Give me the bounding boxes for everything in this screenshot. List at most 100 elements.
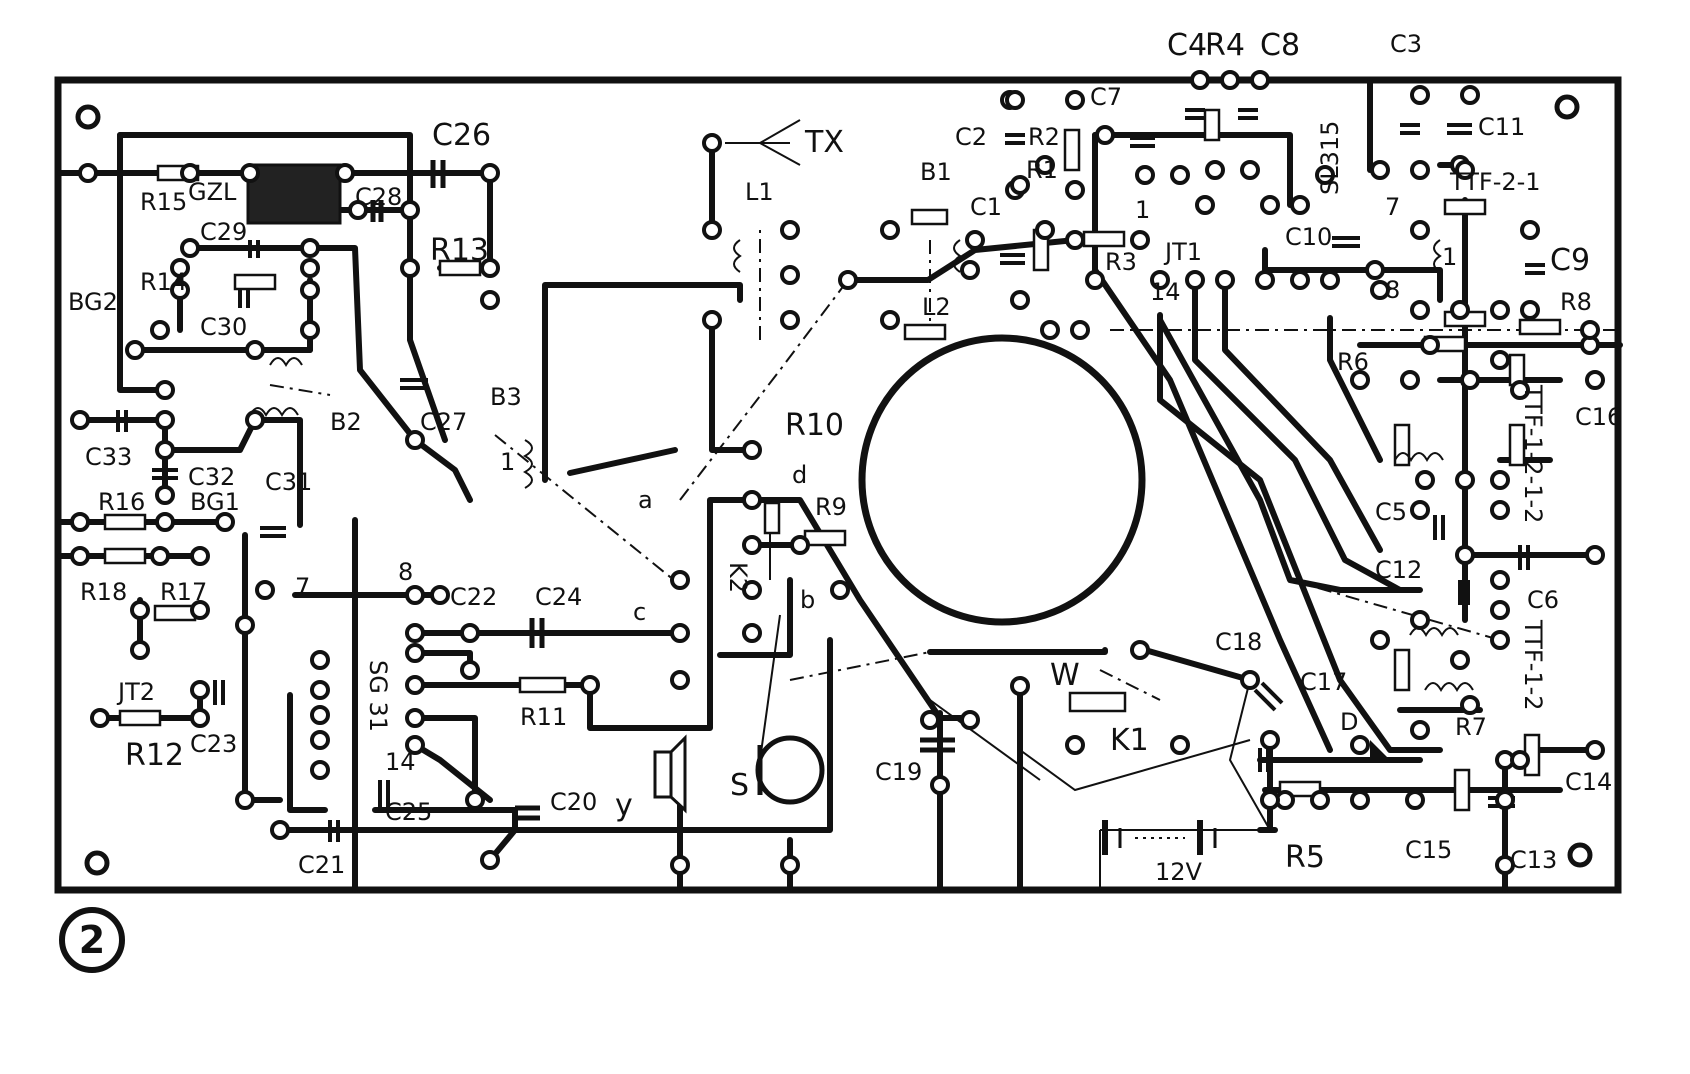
label-c11: C11	[1478, 113, 1525, 141]
solder-pad	[310, 680, 330, 700]
solder-pad	[742, 535, 762, 555]
label-c19: C19	[875, 758, 922, 786]
label-c22: C22	[450, 583, 497, 611]
solder-pad	[1370, 280, 1390, 300]
solder-pad	[1290, 270, 1310, 290]
label-c6: C6	[1527, 586, 1559, 614]
solder-pad	[1580, 320, 1600, 340]
solder-pad	[670, 670, 690, 690]
solder-pad	[1260, 790, 1280, 810]
solder-pad	[742, 440, 762, 460]
solder-pad	[1490, 470, 1510, 490]
resistor-r7	[1453, 768, 1471, 812]
solder-pad	[880, 220, 900, 240]
solder-pad	[1490, 630, 1510, 650]
solder-pad	[130, 640, 150, 660]
label-s: S	[730, 768, 749, 803]
label-sg31: SG 31	[364, 660, 392, 732]
solder-pad	[1320, 270, 1340, 290]
speaker-y-icon	[653, 734, 687, 814]
label-d: d	[792, 461, 807, 489]
label-pin7b: 7	[1385, 193, 1400, 221]
solder-pad	[190, 680, 210, 700]
mounting-holes	[75, 94, 1593, 876]
solder-pad	[1410, 85, 1430, 105]
solder-pad	[1240, 160, 1260, 180]
solder-pad	[70, 512, 90, 532]
label-c16: C16	[1575, 403, 1622, 431]
solder-pad	[1370, 630, 1390, 650]
solder-pad	[1350, 370, 1370, 390]
antenna-icon	[725, 119, 801, 166]
solder-pad	[702, 220, 722, 240]
solder-pad	[1215, 270, 1235, 290]
label-r7: R7	[1455, 713, 1487, 741]
solder-pad	[480, 850, 500, 870]
resistor-r18	[103, 547, 147, 565]
solder-pad	[670, 570, 690, 590]
figure-number: 2	[59, 907, 125, 973]
label-pin14: 14	[385, 748, 416, 776]
label-c28: C28	[355, 183, 402, 211]
board-outline	[54, 76, 1622, 894]
solder-pad	[235, 615, 255, 635]
solder-pad	[1450, 300, 1470, 320]
solder-pad	[310, 730, 330, 750]
solder-pad	[1350, 735, 1370, 755]
label-c29: C29	[200, 218, 247, 246]
label-r6: R6	[1337, 348, 1369, 376]
solder-pad	[270, 820, 290, 840]
label-bg2: BG2	[68, 288, 118, 316]
solder-pad	[155, 440, 175, 460]
solder-pad	[1410, 500, 1430, 520]
label-r4: R4	[1205, 28, 1245, 63]
label-r13: R13	[430, 233, 489, 268]
solder-pad	[300, 238, 320, 258]
solder-pad	[1010, 676, 1030, 696]
solder-pad	[1130, 640, 1150, 660]
label-k1: K1	[1110, 723, 1149, 758]
solder-pad	[1495, 790, 1515, 810]
label-c23: C23	[190, 730, 237, 758]
solder-pad	[335, 163, 355, 183]
components	[103, 108, 1562, 855]
solder-pad	[150, 546, 170, 566]
solder-pad	[1035, 220, 1055, 240]
resistor-r3	[1082, 230, 1126, 248]
component-l2	[903, 323, 947, 341]
potentiometer-w	[1068, 691, 1127, 713]
solder-pad	[830, 580, 850, 600]
solder-pad	[170, 280, 190, 300]
solder-pad	[1495, 855, 1515, 875]
label-jt2: JT2	[116, 678, 155, 706]
label-y: y	[615, 788, 633, 823]
solder-pad	[215, 512, 235, 532]
solder-pad	[405, 585, 425, 605]
solder-pad	[1410, 160, 1430, 180]
label-c24: C24	[535, 583, 582, 611]
solder-pad	[960, 710, 980, 730]
figure-number-text: 2	[79, 918, 105, 962]
label-c4: C4	[1167, 28, 1207, 63]
label-b2: B2	[330, 408, 362, 436]
solder-pad	[1410, 720, 1430, 740]
component-c16b	[1508, 423, 1526, 467]
label-gzl: GZL	[188, 178, 237, 206]
label-c5: C5	[1375, 498, 1407, 526]
label-c7: C7	[1090, 83, 1122, 111]
solder-pad	[235, 790, 255, 810]
solder-pad	[1585, 370, 1605, 390]
solder-pad	[930, 775, 950, 795]
solder-pad	[780, 220, 800, 240]
solder-pad	[1460, 695, 1480, 715]
solder-pad	[1040, 320, 1060, 340]
label-c25: C25	[385, 798, 432, 826]
solder-pad	[480, 163, 500, 183]
crystal-block	[246, 163, 342, 225]
labels: C26 C28 R15 GZL C29 R14 BG2 C30 R13 C27 …	[68, 28, 1622, 886]
label-c18: C18	[1215, 628, 1262, 656]
label-r1: R1	[1026, 156, 1058, 184]
label-bg1: BG1	[190, 488, 240, 516]
label-c3: C3	[1390, 30, 1422, 58]
